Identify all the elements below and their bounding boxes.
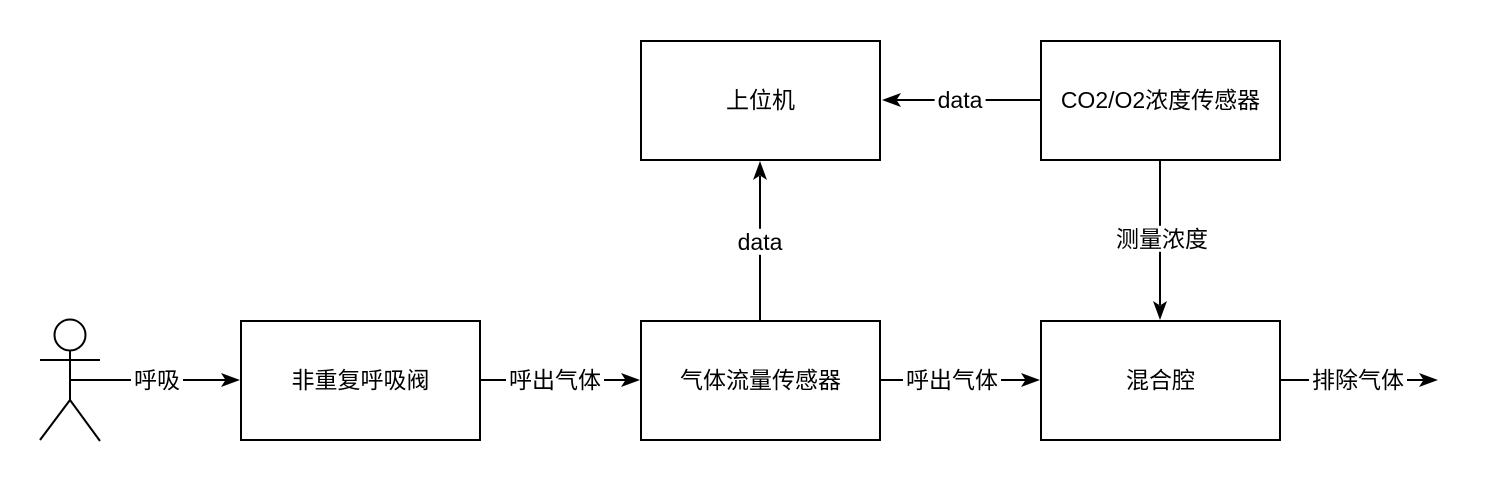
node-non-rebreathing-valve-label: 非重复呼吸阀 [291, 366, 430, 393]
node-host-computer: 上位机 [640, 40, 881, 161]
node-mixing-chamber-label: 混合腔 [1126, 366, 1195, 393]
node-mixing-chamber: 混合腔 [1040, 320, 1281, 441]
edge-label-exhaled-gas-1: 呼出气体 [506, 366, 604, 394]
edge-label-exhaust-gas: 排除气体 [1309, 366, 1407, 394]
node-non-rebreathing-valve: 非重复呼吸阀 [240, 320, 481, 441]
node-gas-flow-sensor: 气体流量传感器 [640, 320, 881, 441]
node-host-computer-label: 上位机 [726, 86, 795, 113]
node-co2-o2-sensor-label: CO2/O2浓度传感器 [1060, 86, 1261, 113]
node-co2-o2-sensor: CO2/O2浓度传感器 [1040, 40, 1281, 161]
node-gas-flow-sensor-label: 气体流量传感器 [680, 366, 841, 393]
edge-label-sensor-data: data [934, 86, 986, 114]
edge-label-measure-concentration: 测量浓度 [1113, 225, 1211, 253]
edge-label-flow-data: data [734, 228, 786, 256]
stick-figure-person-icon [39, 318, 101, 442]
edge-label-breath: 呼吸 [131, 366, 183, 394]
edge-label-exhaled-gas-2: 呼出气体 [903, 366, 1001, 394]
